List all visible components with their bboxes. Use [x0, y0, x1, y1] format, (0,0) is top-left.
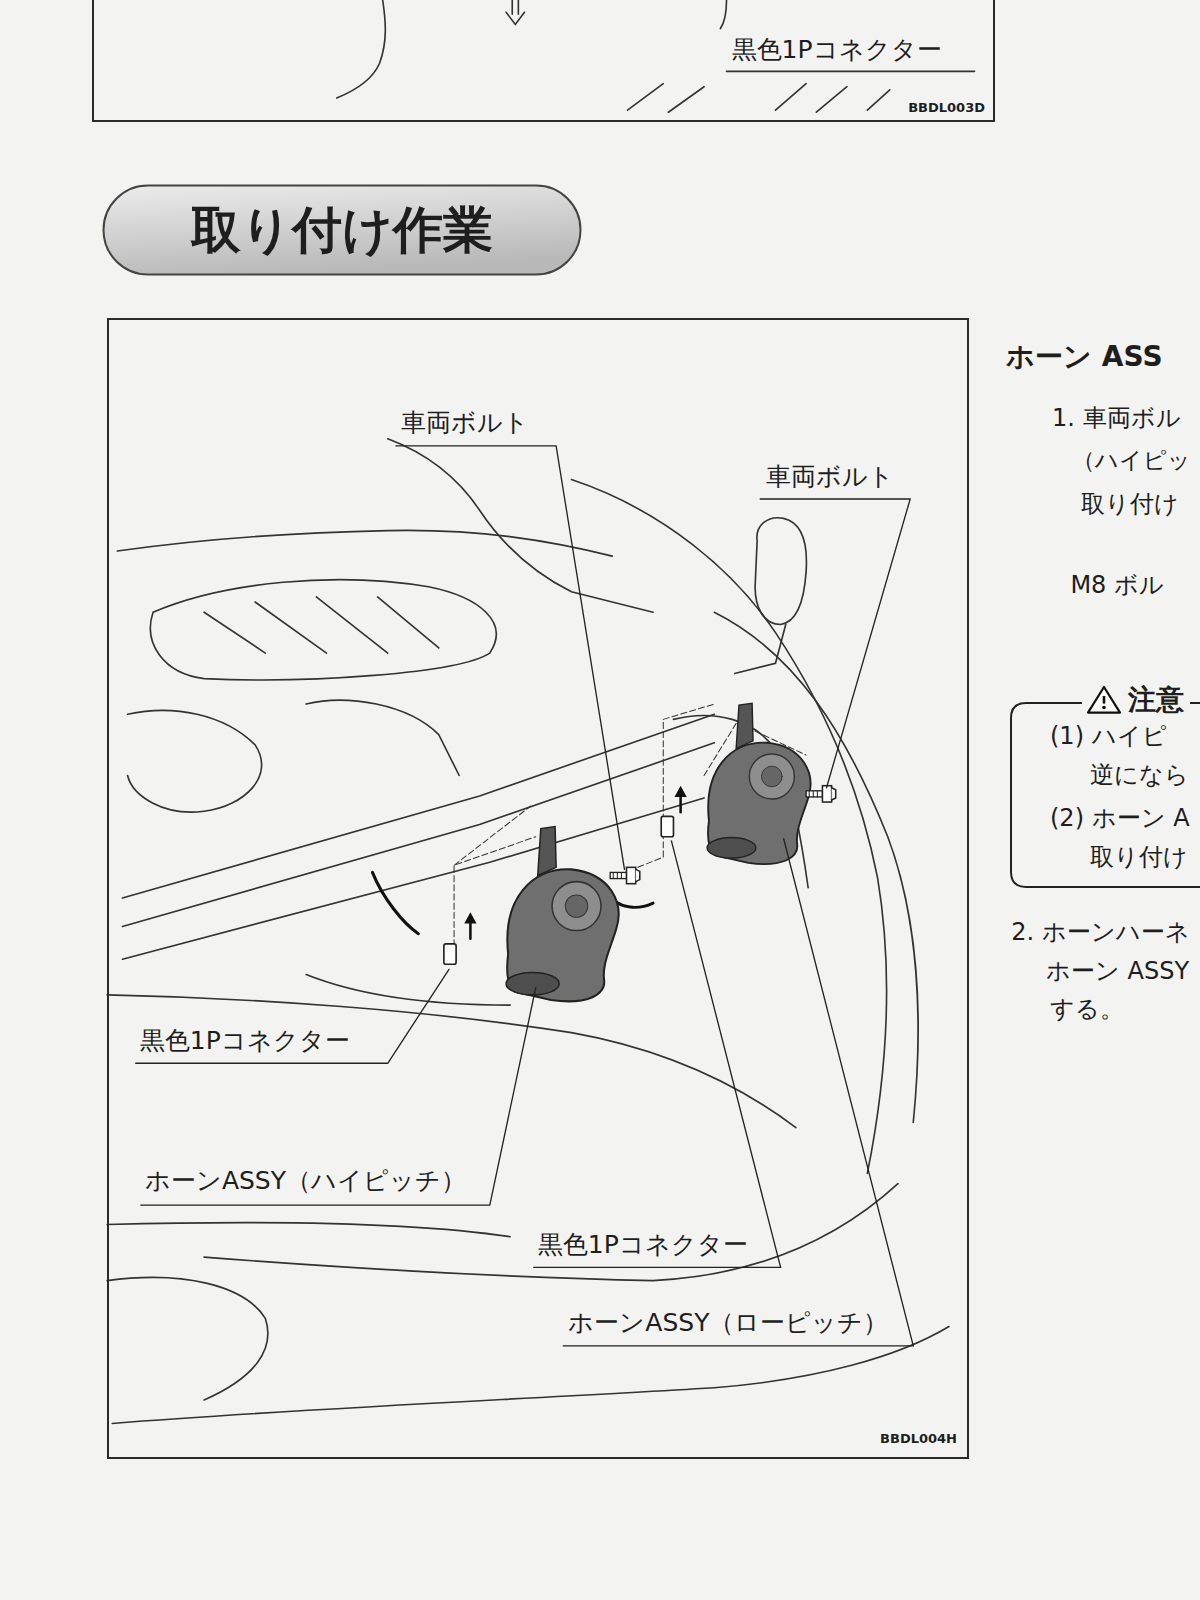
caution-text: (2) ホーン A [1050, 804, 1190, 833]
part-label: 黒色1Pコネクター [537, 1230, 749, 1260]
step-text: する。 [1049, 995, 1125, 1024]
section-subheading: ホーン ASS [1005, 340, 1164, 374]
caution-text: 逆になら [1090, 761, 1189, 790]
caution-text: 取り付け [1090, 843, 1188, 872]
step-text: ホーン ASSY [1045, 957, 1190, 986]
warning-icon [1088, 687, 1120, 713]
part-label: 車両ボルト [400, 408, 530, 438]
part-label: ホーンASSY（ハイピッチ） [144, 1166, 467, 1196]
step-text: 1. 車両ボル [1051, 404, 1182, 433]
section-heading-pill: 取り付け作業 [102, 184, 582, 276]
part-label: 黒色1Pコネクター [139, 1026, 351, 1056]
step-text: （ハイピッ [1071, 447, 1192, 475]
part-label: ホーンASSY（ローピッチ） [567, 1308, 889, 1338]
part-label: 車両ボルト [765, 462, 895, 492]
step-text: 2. ホーンハーネ [1010, 918, 1191, 947]
part-label: 黒色1Pコネクター [731, 35, 943, 65]
caution-box: 注意(1) ハイピ逆になら(2) ホーン A取り付け [1010, 702, 1200, 888]
step-text: 取り付け [1080, 490, 1180, 519]
caution-heading: 注意 [1128, 683, 1184, 717]
figure-code: BBDL003D [908, 100, 985, 116]
section-heading: 取り付け作業 [191, 200, 493, 260]
caution-text: (1) ハイピ [1050, 722, 1167, 751]
figure-code: BBDL004H [880, 1431, 957, 1447]
step-text: M8 ボル [1069, 571, 1165, 600]
